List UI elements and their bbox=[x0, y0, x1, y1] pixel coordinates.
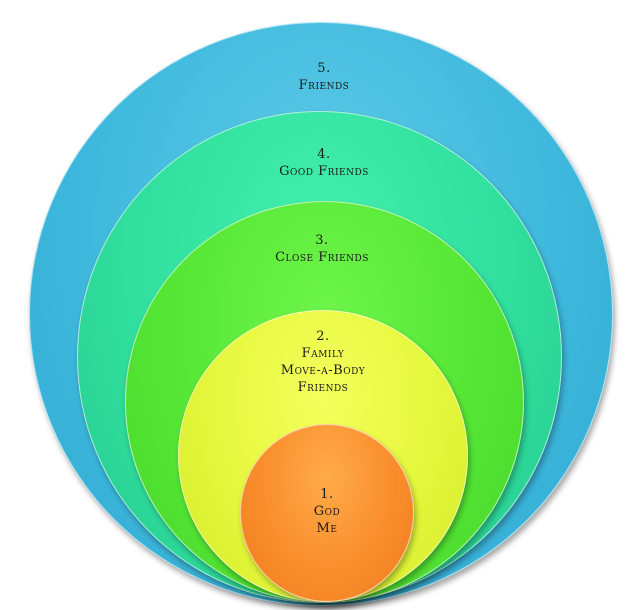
ring-number: 1. bbox=[320, 487, 334, 502]
ring-number: 3. bbox=[315, 233, 329, 248]
label-close-friends: 3. Close Friends bbox=[275, 232, 369, 266]
ring-text: Good Friends bbox=[279, 164, 369, 179]
label-good-friends: 4. Good Friends bbox=[279, 146, 369, 180]
label-friends: 5. Friends bbox=[299, 60, 350, 94]
ring-text: Move-a-Body bbox=[280, 363, 366, 378]
label-god-me: 1. God Me bbox=[314, 486, 340, 537]
ring-text: Close Friends bbox=[275, 250, 369, 265]
label-family: 2. Family Move-a-Body Friends bbox=[281, 328, 365, 396]
ring-number: 4. bbox=[317, 147, 331, 162]
ring-text: Friends bbox=[298, 78, 350, 93]
ring-text: Friends bbox=[297, 380, 349, 395]
ring-number: 2. bbox=[316, 329, 330, 344]
ring-text: Me bbox=[316, 521, 338, 536]
ring-number: 5. bbox=[317, 61, 331, 76]
ring-god-me bbox=[240, 424, 414, 602]
ring-text: Family bbox=[301, 346, 345, 361]
ring-text: God bbox=[313, 504, 341, 519]
